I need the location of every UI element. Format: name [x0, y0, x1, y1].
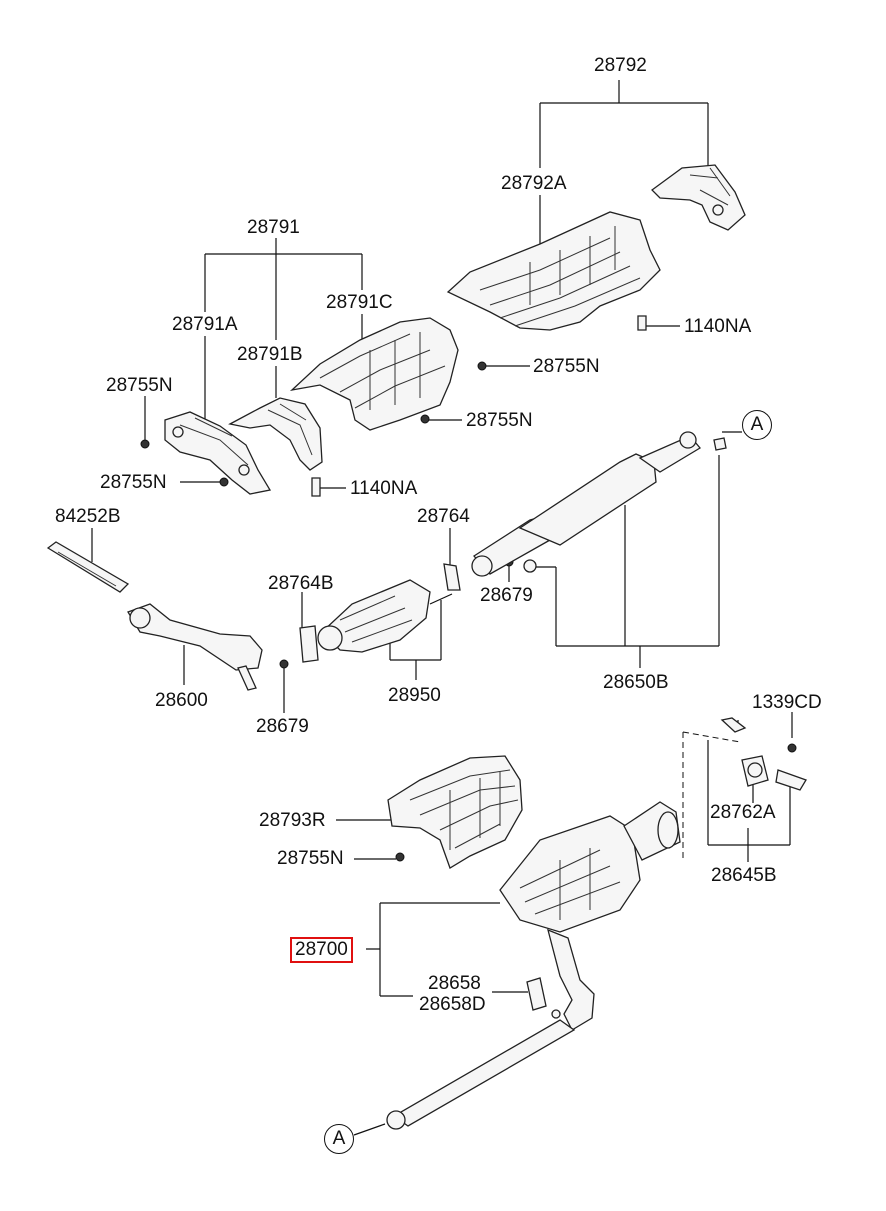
- label-28755n-mid: 28755N: [533, 356, 600, 377]
- label-28791a: 28791A: [172, 314, 238, 335]
- label-28792: 28792: [594, 55, 647, 76]
- label-28650b: 28650B: [603, 672, 669, 693]
- rear-muffler-28700: [386, 801, 681, 1130]
- front-pipe-28600: [127, 603, 263, 691]
- label-28600: 28600: [155, 690, 208, 711]
- label-28755n-bottom: 28755N: [277, 848, 344, 869]
- label-28791b: 28791B: [237, 344, 303, 365]
- heat-shield-28792-small: [651, 164, 746, 231]
- heat-shield-28791A: [164, 411, 272, 495]
- heat-shield-28791B: [228, 397, 323, 471]
- heat-shield-28791C: [289, 317, 459, 431]
- label-28679-right: 28679: [480, 585, 533, 606]
- label-28762a: 28762A: [710, 802, 776, 823]
- label-28764: 28764: [417, 506, 470, 527]
- reference-a-bottom: A: [324, 1124, 354, 1154]
- label-28764b: 28764B: [268, 573, 334, 594]
- heat-shield-28793R: [387, 755, 523, 869]
- label-28658: 28658: [428, 973, 481, 994]
- reference-a-top: A: [742, 410, 772, 440]
- label-28792a: 28792A: [501, 173, 567, 194]
- label-1339cd: 1339CD: [752, 692, 822, 713]
- small-fasteners: [140, 315, 797, 862]
- label-28679-lower: 28679: [256, 716, 309, 737]
- heat-shield-28792A: [446, 211, 661, 331]
- label-28658d: 28658D: [419, 994, 486, 1015]
- catalytic-converter-28950: [299, 563, 461, 663]
- label-1140na-top: 1140NA: [684, 316, 752, 337]
- label-28755n-center: 28755N: [466, 410, 533, 431]
- label-28755n-lower: 28755N: [100, 472, 167, 493]
- hanger-28762A: [741, 755, 807, 791]
- label-84252b: 84252B: [55, 506, 121, 527]
- leader-lines: [91, 80, 793, 1136]
- label-1140na-lower: 1140NA: [350, 478, 418, 499]
- label-28791: 28791: [247, 217, 300, 238]
- label-28645b: 28645B: [711, 865, 777, 886]
- label-28755n-left: 28755N: [106, 375, 173, 396]
- label-28793r: 28793R: [259, 810, 326, 831]
- gasket-84252B: [46, 541, 130, 593]
- label-28791c: 28791C: [326, 292, 393, 313]
- label-28700-highlighted: 28700: [290, 937, 353, 963]
- label-28950: 28950: [388, 685, 441, 706]
- center-muffler-pipe-28650B: [471, 431, 727, 577]
